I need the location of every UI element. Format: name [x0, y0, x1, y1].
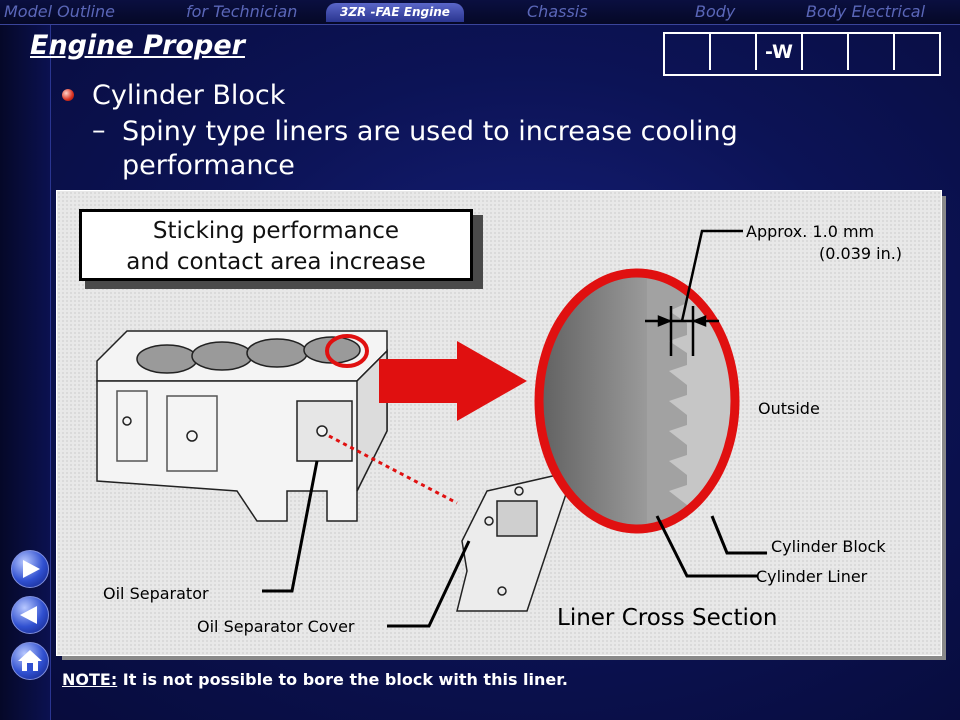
- oil-separator-cover-drawing: [456, 474, 568, 612]
- dimension-label: Approx. 1.0 mm: [746, 222, 875, 241]
- next-arrow-icon: [23, 560, 40, 578]
- code-box: [895, 34, 939, 70]
- bullet-dot-icon: [62, 89, 74, 101]
- note-prefix: NOTE:: [62, 670, 118, 689]
- code-box: [711, 34, 757, 70]
- nav-engine-tab[interactable]: 3ZR -FAE Engine: [326, 3, 464, 22]
- illustration-panel: Sticking performance and contact area in…: [56, 190, 942, 656]
- sub-bullet-liner-text: Spiny type liners are used to increase c…: [122, 116, 738, 181]
- red-arrow: [379, 341, 527, 421]
- nav-chassis[interactable]: Chassis: [527, 2, 588, 21]
- focus-circle: [325, 334, 369, 368]
- page-title: Engine Proper: [30, 30, 245, 61]
- home-icon: [18, 650, 42, 671]
- liner-diagram: [96, 229, 767, 628]
- back-button[interactable]: [11, 596, 49, 634]
- bullet-cylinder-block: Cylinder Block: [92, 80, 286, 111]
- oil-separator-label: Oil Separator: [103, 584, 209, 603]
- dimension-marker: [645, 229, 743, 356]
- back-arrow-icon: [20, 606, 37, 624]
- cylinder-block-label: Cylinder Block: [771, 537, 886, 556]
- sub-bullet-dash: –: [92, 115, 106, 146]
- engine-block-drawing: [96, 330, 388, 522]
- cylinder-liner-label: Cylinder Liner: [756, 567, 868, 586]
- code-box: [665, 34, 711, 70]
- note-body: It is not possible to bore the block wit…: [117, 670, 568, 689]
- nav-body[interactable]: Body: [695, 2, 736, 21]
- note-text: NOTE: It is not possible to bore the blo…: [62, 670, 568, 689]
- oil-separator-cover-label: Oil Separator Cover: [197, 617, 355, 636]
- nav-body-electrical[interactable]: Body Electrical: [806, 2, 926, 21]
- nav-model-outline[interactable]: Model Outline: [4, 2, 116, 21]
- callout-line2: and contact area increase: [126, 249, 426, 275]
- top-navigation: Model Outline for Technician 3ZR -FAE En…: [0, 0, 960, 25]
- leader-lines: [262, 460, 767, 628]
- liner-cross-section-title: Liner Cross Section: [557, 605, 778, 631]
- nav-for-technician[interactable]: for Technician: [186, 2, 298, 21]
- callout-box: Sticking performance and contact area in…: [79, 209, 473, 281]
- callout-line1: Sticking performance: [152, 218, 400, 244]
- code-box: -W: [757, 34, 803, 70]
- home-button[interactable]: [11, 642, 49, 680]
- next-button[interactable]: [11, 550, 49, 588]
- cross-section-circle: [534, 268, 740, 534]
- code-box: [803, 34, 849, 70]
- model-code-boxes: -W: [663, 32, 941, 76]
- outside-label: Outside: [758, 399, 820, 418]
- code-box: [849, 34, 895, 70]
- dimension-inch-label: (0.039 in.): [819, 244, 903, 263]
